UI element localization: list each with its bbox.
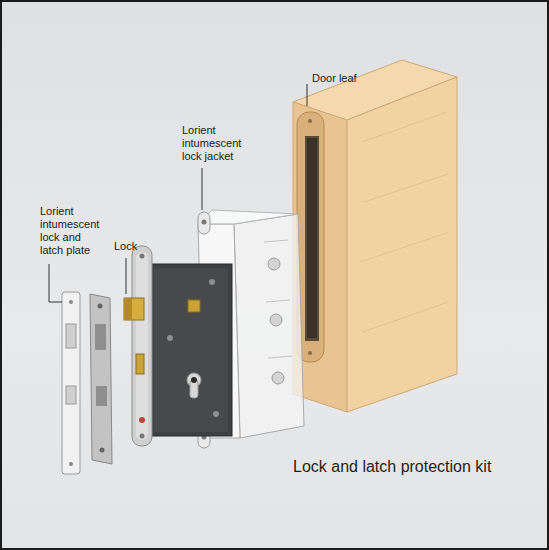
- lock-and-latch-plates: [62, 292, 112, 474]
- diagram-title: Lock and latch protection kit: [293, 457, 491, 476]
- mortice-lock: [124, 246, 232, 446]
- leader-lines: [49, 84, 307, 302]
- part-label: Lock: [114, 240, 154, 253]
- part-label: Lorient intumescent lock jacket: [182, 124, 252, 163]
- part-label: Door leaf: [312, 72, 382, 85]
- door-leaf: [293, 60, 457, 412]
- part-label: Lorient intumescent lock and latch plate: [40, 205, 106, 257]
